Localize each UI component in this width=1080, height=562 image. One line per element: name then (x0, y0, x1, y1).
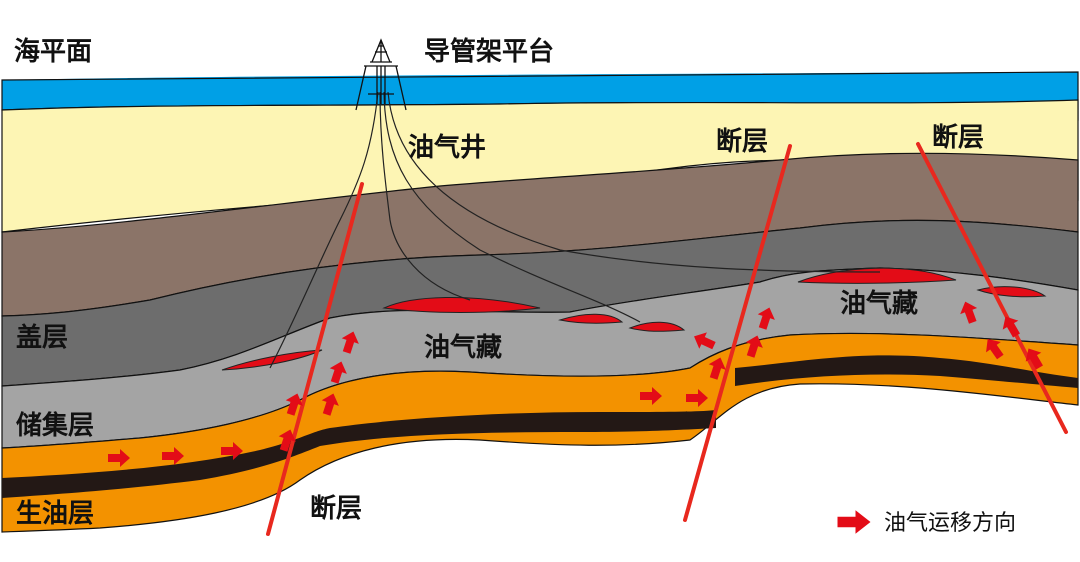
sea-level-label: 海平面 (14, 37, 92, 67)
fault-label-middle: 断层 (716, 126, 768, 157)
coal-band (2, 410, 716, 498)
fault-label-left: 断层 (310, 493, 362, 524)
reservoir-layer-label: 储集层 (16, 410, 94, 441)
fault-line-middle (683, 144, 792, 522)
oil-lens (221, 349, 323, 371)
jacket-platform-icon (355, 38, 407, 111)
faults (266, 142, 1068, 536)
arrow-right-icon (837, 510, 871, 534)
source-layer-label: 生油层 (16, 499, 94, 529)
oil-lens (382, 296, 541, 313)
source-rock-layer (1, 332, 1079, 533)
platform-label: 导管架平台 (424, 36, 554, 67)
legend: 油气运移方向 (837, 510, 1016, 536)
well-label: 油气井 (408, 132, 486, 163)
reservoir-label-right: 油气藏 (840, 288, 918, 319)
legend-label: 油气运移方向 (884, 511, 1016, 536)
fault-line-right (916, 142, 1068, 434)
oil-lenses (221, 267, 1047, 371)
reservoir-label-center: 油气藏 (424, 332, 502, 363)
coal-band-right (735, 355, 1078, 388)
cap-layer-label: 盖层 (16, 322, 68, 353)
fault-label-right: 断层 (932, 122, 984, 153)
well-paths (269, 91, 881, 369)
oil-lens (558, 313, 624, 324)
fault-line-left (266, 182, 364, 536)
oil-lens (628, 321, 686, 332)
